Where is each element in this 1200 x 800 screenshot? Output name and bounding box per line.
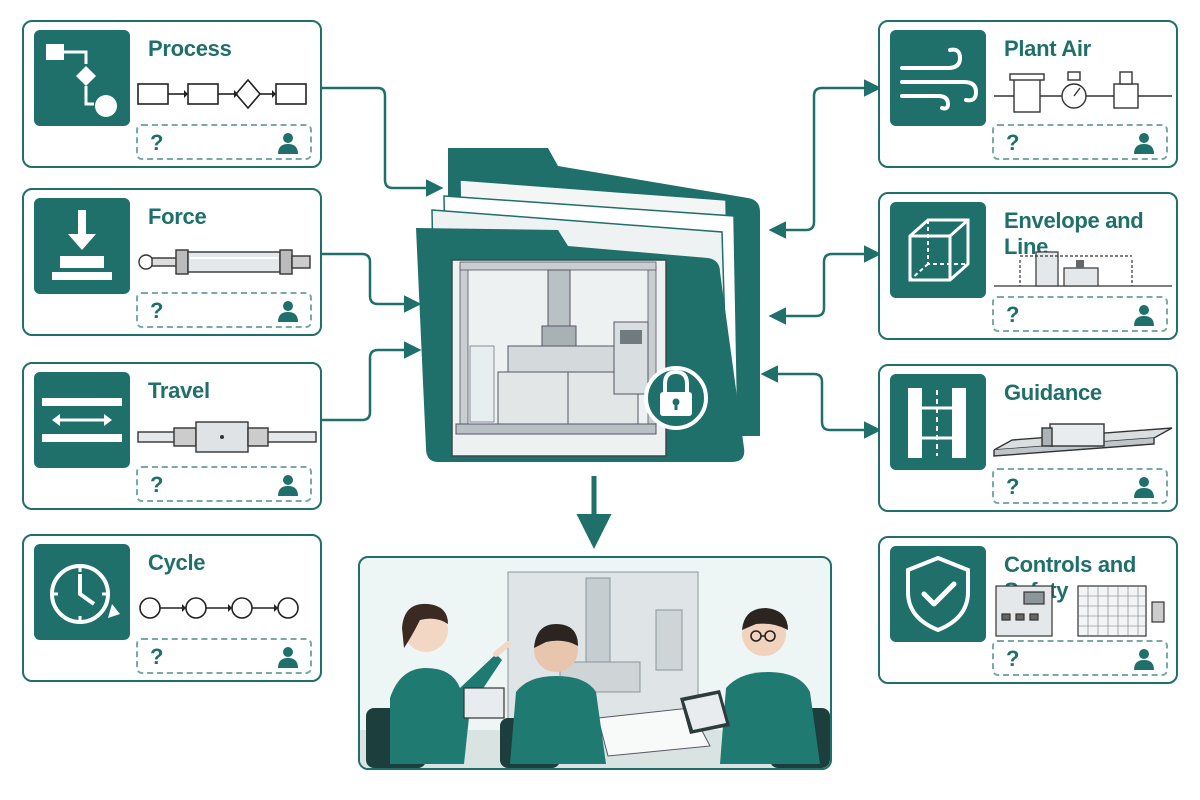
project-folder[interactable] xyxy=(408,136,780,476)
person-left xyxy=(390,603,511,764)
question-mark: ? xyxy=(150,472,164,497)
card-title: Plant Air xyxy=(1004,36,1091,61)
cycle-steps-illustration xyxy=(136,580,318,636)
question-box[interactable]: ? xyxy=(136,292,312,328)
cylinder-illustration xyxy=(136,234,318,290)
card-cycle[interactable]: Cycle ? xyxy=(22,534,322,682)
press-force-icon xyxy=(34,198,130,294)
travel-arrows-icon xyxy=(34,372,130,468)
question-box[interactable]: ? xyxy=(992,296,1168,332)
question-box[interactable]: ? xyxy=(136,124,312,160)
shield-check-icon xyxy=(890,546,986,642)
linear-slide-illustration xyxy=(136,408,318,464)
team-review-illustration xyxy=(358,556,832,770)
control-panel-illustration xyxy=(992,582,1174,638)
envelope-drawing-illustration xyxy=(992,238,1174,294)
arrow-force-to-folder xyxy=(322,252,422,313)
person-icon xyxy=(1132,475,1156,499)
card-title: Cycle xyxy=(148,550,206,575)
person-icon xyxy=(276,299,300,323)
card-guidance[interactable]: Guidance ? xyxy=(878,364,1178,512)
card-title: Travel xyxy=(148,378,210,403)
card-travel[interactable]: Travel ? xyxy=(22,362,322,510)
question-box[interactable]: ? xyxy=(992,640,1168,676)
question-mark: ? xyxy=(1006,302,1020,327)
wind-icon xyxy=(890,30,986,126)
person-icon xyxy=(1132,647,1156,671)
question-mark: ? xyxy=(1006,474,1020,499)
question-box[interactable]: ? xyxy=(136,466,312,502)
cube-icon xyxy=(890,202,986,298)
person-icon xyxy=(276,645,300,669)
air-regulator-illustration xyxy=(992,66,1174,122)
stopwatch-icon xyxy=(34,544,130,640)
question-mark: ? xyxy=(150,298,164,323)
arrow-guidance xyxy=(760,365,882,439)
question-mark: ? xyxy=(1006,130,1020,155)
question-mark: ? xyxy=(1006,646,1020,671)
card-plant-air[interactable]: Plant Air ? xyxy=(878,20,1178,168)
question-box[interactable]: ? xyxy=(136,638,312,674)
card-title: Process xyxy=(148,36,232,61)
arrow-envelope xyxy=(768,245,882,325)
process-steps-illustration xyxy=(136,66,318,122)
question-mark: ? xyxy=(150,644,164,669)
person-icon xyxy=(1132,131,1156,155)
linear-guide-illustration xyxy=(992,410,1174,466)
arrow-travel-to-folder xyxy=(322,341,422,422)
person-right xyxy=(680,608,820,764)
card-process[interactable]: Process ? xyxy=(22,20,322,168)
person-icon xyxy=(276,473,300,497)
question-mark: ? xyxy=(150,130,164,155)
flowchart-icon xyxy=(34,30,130,126)
arrow-plant-air xyxy=(768,79,882,239)
person-icon xyxy=(1132,303,1156,327)
card-force[interactable]: Force ? xyxy=(22,188,322,336)
card-envelope-and-line[interactable]: Envelope and Line ? xyxy=(878,192,1178,340)
card-title: Guidance xyxy=(1004,380,1102,405)
lock-icon xyxy=(644,366,708,430)
question-box[interactable]: ? xyxy=(992,468,1168,504)
person-icon xyxy=(276,131,300,155)
card-title: Force xyxy=(148,204,207,229)
person-middle xyxy=(510,624,606,764)
rail-icon xyxy=(890,374,986,470)
card-controls-and-safety[interactable]: Controls and Safety ? xyxy=(878,536,1178,684)
machine-illustration xyxy=(451,259,667,457)
question-box[interactable]: ? xyxy=(992,124,1168,160)
